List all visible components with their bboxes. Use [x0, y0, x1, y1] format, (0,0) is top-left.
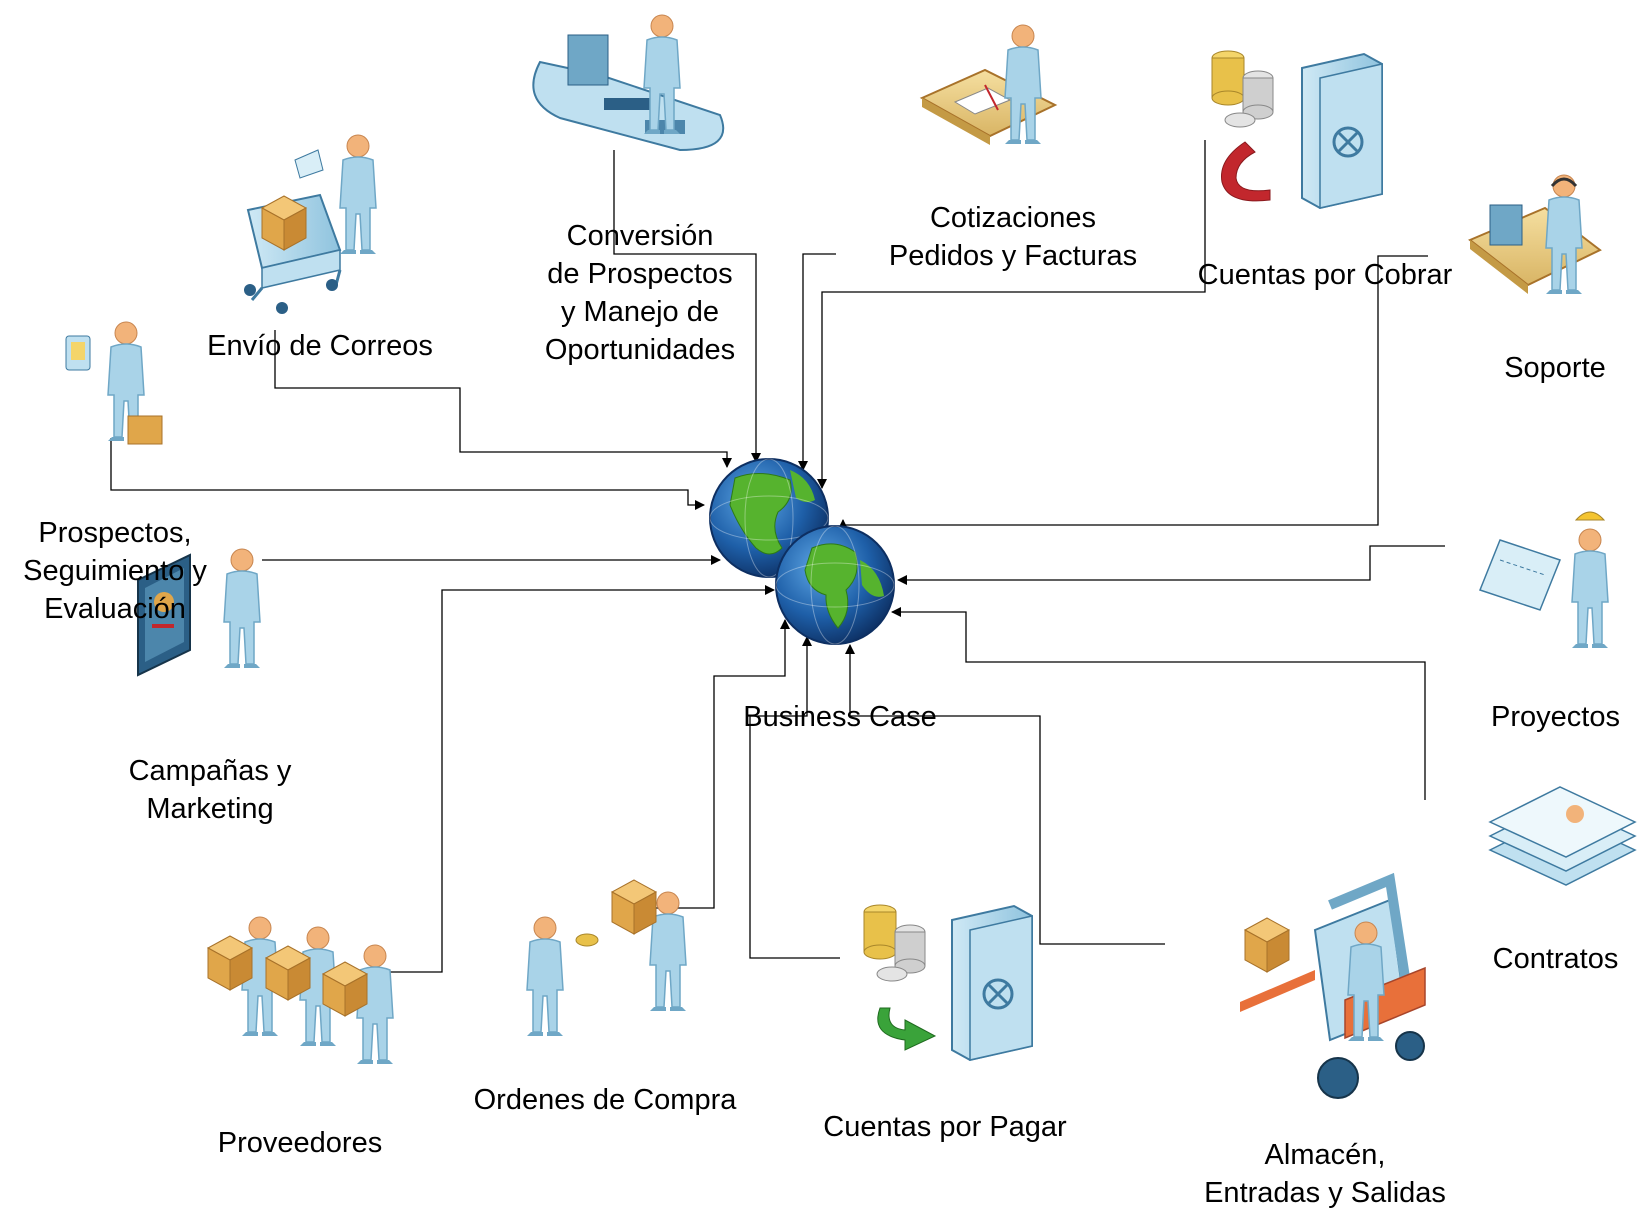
mail-cart-person-icon — [244, 134, 377, 314]
connector-pagar — [749, 636, 840, 959]
label-campanas: Campañas y Marketing — [128, 755, 292, 825]
label-pagar: Cuentas por Pagar — [823, 1111, 1067, 1143]
presentation-board-person-icon — [137, 548, 261, 677]
connector-almacen — [845, 644, 1165, 945]
connector-proyectos — [897, 545, 1445, 585]
contract-documents-icon — [1488, 786, 1637, 886]
connector-cotizaciones — [798, 253, 836, 471]
label-hub: Business Case — [743, 701, 937, 733]
label-soporte: Soporte — [1504, 352, 1606, 384]
headset-support-person-icon — [1468, 174, 1602, 295]
label-proveedores: Proveedores — [217, 1127, 383, 1159]
label-proyectos: Proyectos — [1491, 701, 1620, 733]
coins-safe-incoming-icon — [1211, 50, 1384, 210]
label-envio: Envío de Correos — [207, 330, 433, 362]
connector-cobrar — [817, 140, 1206, 489]
person-briefcase-pda-icon — [65, 321, 163, 445]
connector-contratos — [891, 607, 1426, 800]
engineer-blueprint-icon — [1479, 511, 1609, 649]
purchase-exchange-icon — [526, 879, 687, 1037]
label-cobrar: Cuentas por Cobrar — [1197, 259, 1453, 291]
label-almacen: Almacén, Entradas y Salidas — [1204, 1139, 1446, 1209]
label-contratos: Contratos — [1492, 943, 1619, 975]
writing-desk-person-icon — [919, 24, 1058, 145]
label-conversion: Conversión de Prospectos y Manejo de Opo… — [544, 220, 736, 366]
forklift-warehouse-icon — [1240, 872, 1426, 1099]
connector-proveedores — [378, 585, 775, 973]
label-prospectos: Prospectos, Seguimiento y Evaluación — [23, 517, 207, 625]
connector-envio — [274, 330, 732, 468]
connector-ordenes — [645, 619, 790, 909]
connector-conversion — [613, 150, 761, 463]
desk-workstation-person-icon — [532, 14, 725, 152]
label-ordenes: Ordenes de Compra — [473, 1084, 737, 1116]
suppliers-with-boxes-icon — [207, 916, 394, 1065]
connector-soporte — [838, 255, 1428, 529]
label-cotizaciones: Cotizaciones Pedidos y Facturas — [888, 202, 1138, 272]
globe-icon — [775, 525, 895, 645]
connector-prospectos — [110, 438, 705, 510]
connectors — [110, 140, 1445, 973]
coins-safe-outgoing-icon — [863, 904, 1034, 1062]
